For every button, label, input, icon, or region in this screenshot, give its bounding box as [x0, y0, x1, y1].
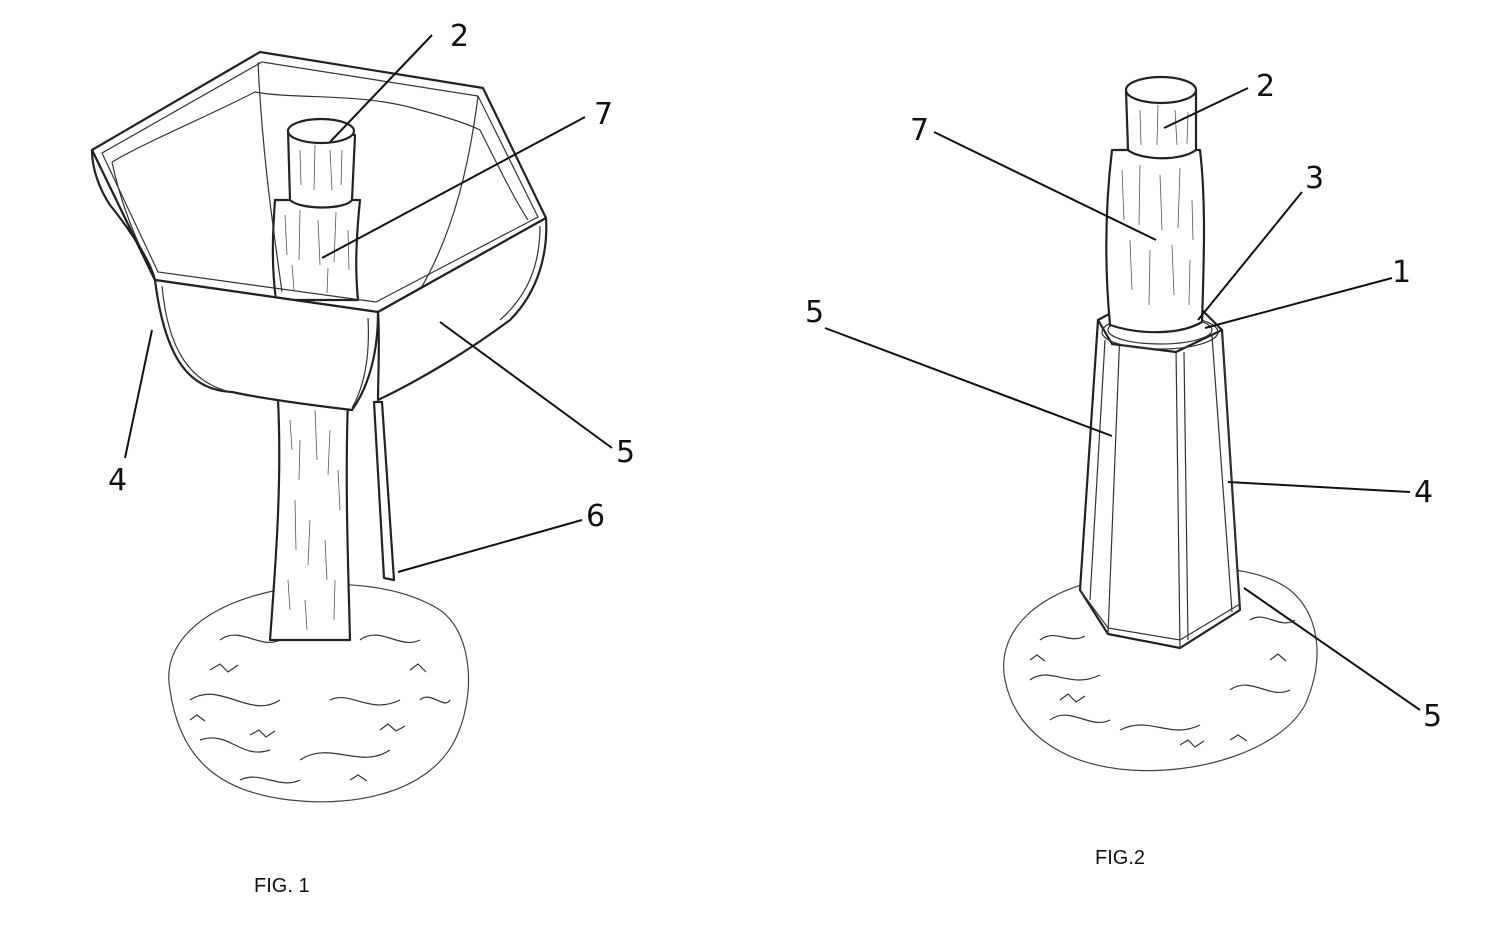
fig1-caption: FIG. 1	[254, 875, 310, 897]
fig2-label-5-right: 5	[1423, 699, 1442, 734]
fig1-tree-trunk	[268, 398, 352, 642]
fig1-label-4: 4	[108, 463, 127, 498]
fig2-soil-mound	[1003, 567, 1318, 772]
fig1-soil-mound	[168, 583, 470, 803]
fig2-label-5-left: 5	[805, 295, 824, 330]
fig1-label-5: 5	[616, 435, 635, 470]
fig2-leader-lines	[824, 87, 1421, 711]
fig2-label-2: 2	[1256, 69, 1275, 104]
figure-2: 2 7 3 1 5 4 5 FIG.2	[805, 69, 1442, 869]
fig1-reference-numerals: 2 7 4 5 6	[108, 19, 635, 534]
fig2-label-4: 4	[1414, 475, 1433, 510]
figure-1: 2 7 4 5 6 FIG. 1	[90, 19, 635, 897]
fig1-label-2: 2	[450, 19, 469, 54]
fig2-stem	[1105, 75, 1206, 334]
fig2-label-3: 3	[1305, 161, 1324, 196]
fig1-hexagonal-funnel	[90, 50, 548, 582]
fig2-hexagonal-sleeve	[1078, 306, 1242, 650]
fig1-leader-lines	[124, 34, 613, 573]
fig2-label-1: 1	[1392, 255, 1411, 290]
fig1-label-6: 6	[586, 499, 605, 534]
fig1-label-7: 7	[594, 97, 613, 132]
fig1-upper-stem	[271, 117, 362, 302]
fig2-label-7: 7	[910, 113, 929, 148]
fig2-caption: FIG.2	[1095, 847, 1145, 869]
fig2-reference-numerals: 2 7 3 1 5 4 5	[805, 69, 1442, 734]
